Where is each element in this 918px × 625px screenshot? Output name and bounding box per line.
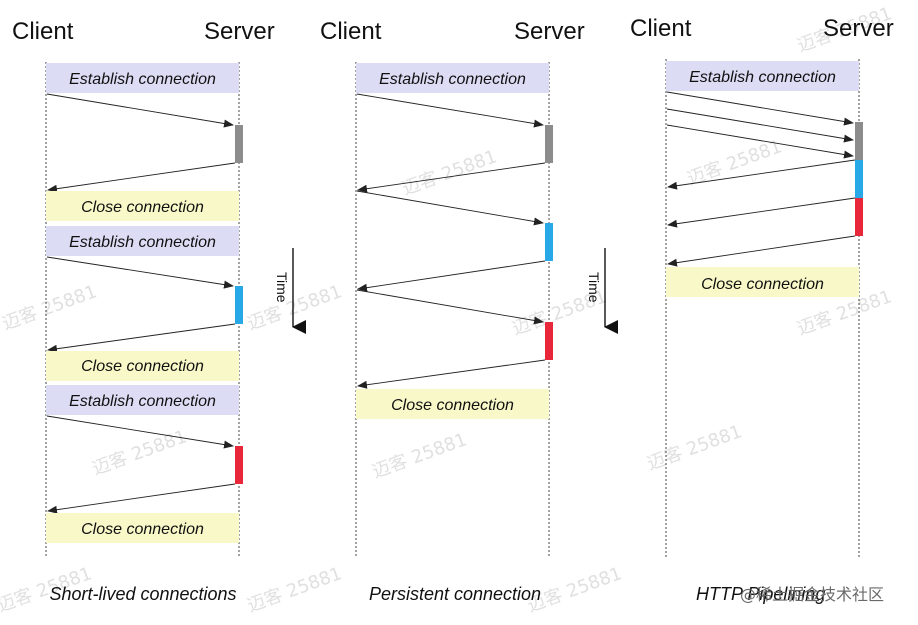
close-connection-box xyxy=(46,191,239,221)
response-arrow xyxy=(47,323,236,353)
response-arrow xyxy=(667,197,856,228)
establish-connection-label: Establish connection xyxy=(689,69,836,86)
server-processing-bar xyxy=(235,125,243,163)
establish-connection-box xyxy=(356,63,549,93)
request-arrow xyxy=(666,124,854,159)
close-connection-box xyxy=(666,267,859,297)
close-connection-label: Close connection xyxy=(81,199,204,216)
server-header: Server xyxy=(514,18,585,45)
watermark-text: 迈客 25881 xyxy=(245,563,345,617)
response-arrow xyxy=(667,235,856,267)
response-arrow xyxy=(357,162,546,193)
close-connection-label: Close connection xyxy=(81,521,204,538)
request-arrow xyxy=(356,190,544,226)
server-header: Server xyxy=(204,18,275,45)
close-connection-box xyxy=(356,389,549,419)
brand-watermark: @稀土掘金技术社区 xyxy=(740,585,884,604)
server-processing-bar xyxy=(545,125,553,163)
server-processing-bar xyxy=(235,446,243,484)
server-processing-bar xyxy=(855,122,863,160)
establish-connection-box xyxy=(46,385,239,415)
server-processing-bar xyxy=(545,322,553,360)
client-header: Client xyxy=(630,15,692,42)
request-arrow xyxy=(356,93,544,128)
request-arrow xyxy=(666,91,854,126)
request-arrow xyxy=(356,289,544,325)
server-processing-bar xyxy=(545,223,553,261)
server-processing-bar xyxy=(855,198,863,236)
request-arrow xyxy=(46,93,234,128)
watermark-text: 迈客 25881 xyxy=(0,281,100,335)
response-arrow xyxy=(357,260,546,292)
request-arrow xyxy=(46,256,234,289)
close-connection-label: Close connection xyxy=(701,276,824,293)
panel-persistent: Client Server Establish connection Close… xyxy=(320,18,585,604)
close-connection-label: Close connection xyxy=(81,358,204,375)
server-processing-bar xyxy=(235,286,243,324)
response-arrow xyxy=(667,159,856,190)
watermark-text: 迈客 25881 xyxy=(685,136,785,190)
server-header: Server xyxy=(823,15,894,42)
establish-connection-box xyxy=(46,63,239,93)
request-arrow xyxy=(666,108,854,143)
watermark-text: 迈客 25881 xyxy=(90,426,190,480)
response-arrow xyxy=(47,483,236,514)
time-label: Time xyxy=(274,272,290,303)
server-processing-bar xyxy=(855,160,863,198)
time-axis-arrow: Time xyxy=(274,248,306,334)
establish-connection-box xyxy=(666,61,859,91)
caption-pipelining: HTTP Pipelining xyxy=(696,584,825,604)
time-label: Time xyxy=(586,272,602,303)
response-arrow xyxy=(357,359,546,389)
response-arrow xyxy=(47,162,236,193)
caption-short-lived: Short-lived connections xyxy=(49,584,236,604)
establish-connection-label: Establish connection xyxy=(69,71,216,88)
panel-short-lived: Client Server Establish connection Close… xyxy=(12,18,275,604)
establish-connection-box xyxy=(46,226,239,256)
request-arrow xyxy=(46,415,234,449)
close-connection-box xyxy=(46,351,239,381)
watermark-text: 迈客 25881 xyxy=(400,146,500,200)
watermark-text: 迈客 25881 xyxy=(370,429,470,483)
client-header: Client xyxy=(320,18,382,45)
time-axis-arrow: Time xyxy=(586,248,618,334)
watermark-text: 迈客 25881 xyxy=(245,281,345,335)
close-connection-box xyxy=(46,513,239,543)
caption-persistent: Persistent connection xyxy=(369,584,541,604)
panel-pipelining: Client Server Establish connection Close… xyxy=(630,15,894,604)
establish-connection-label: Establish connection xyxy=(69,234,216,251)
close-connection-label: Close connection xyxy=(391,397,514,414)
establish-connection-label: Establish connection xyxy=(69,393,216,410)
establish-connection-label: Establish connection xyxy=(379,71,526,88)
watermark-text: 迈客 25881 xyxy=(645,421,745,475)
client-header: Client xyxy=(12,18,74,45)
